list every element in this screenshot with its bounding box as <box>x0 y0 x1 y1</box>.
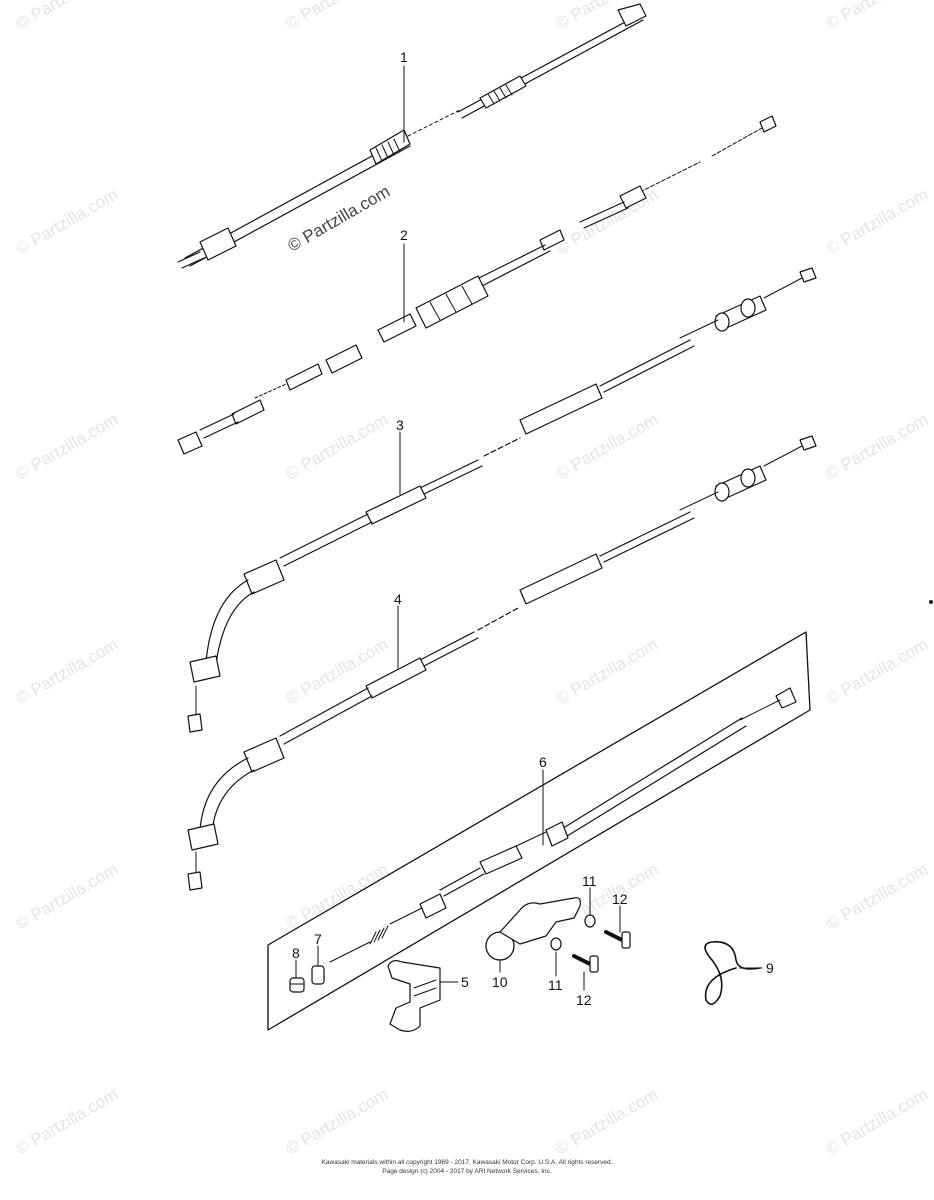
center-watermark: © Partzilla.com <box>285 182 394 256</box>
watermark: © Partzilla.com <box>283 0 392 33</box>
watermark: © Partzilla.com <box>553 1085 662 1159</box>
callout-12-lower: 12 <box>576 992 592 1008</box>
watermark: © Partzilla.com <box>823 0 932 33</box>
callout-1: 1 <box>400 49 408 65</box>
part-2-clutch-cable <box>177 115 777 455</box>
callout-11-lower: 11 <box>548 977 563 993</box>
part-6-choke-cable <box>329 687 797 963</box>
watermark: © Partzilla.com <box>13 410 122 484</box>
part-3-throttle-cable <box>187 267 817 733</box>
callout-3: 3 <box>396 417 404 433</box>
part-11-washer-lower <box>550 937 562 951</box>
watermark: © Partzilla.com <box>283 1085 392 1159</box>
part-11-washer-upper <box>584 914 596 928</box>
leader-lines <box>295 65 763 991</box>
callout-11-upper: 11 <box>582 873 597 889</box>
page-design-line: Page design (c) 2004 - 2017 by ARI Netwo… <box>382 1168 552 1175</box>
callout-7: 7 <box>314 931 322 947</box>
watermark: © Partzilla.com <box>13 0 122 33</box>
callout-5: 5 <box>461 974 469 990</box>
watermark: © Partzilla.com <box>823 410 932 484</box>
watermark: © Partzilla.com <box>823 185 932 259</box>
watermark: © Partzilla.com <box>553 410 662 484</box>
copyright-line: Kawasaki materials within all copyright … <box>321 1159 613 1166</box>
part-8-cap-nut <box>289 977 305 993</box>
part-9-wire-clip <box>704 941 761 1005</box>
part-4-throttle-cable <box>187 435 817 891</box>
watermark: © Partzilla.com <box>13 860 122 934</box>
watermark: © Partzilla.com <box>13 635 122 709</box>
part-12-bolt-upper <box>604 930 631 949</box>
watermark: © Partzilla.com <box>823 1085 932 1159</box>
callout-12-upper: 12 <box>612 891 628 907</box>
watermark: © Partzilla.com <box>553 635 662 709</box>
part-10-guide <box>485 897 581 961</box>
part-7-collar <box>311 965 325 985</box>
callout-2: 2 <box>400 227 408 243</box>
callout-4: 4 <box>394 591 402 607</box>
watermark: © Partzilla.com <box>283 860 392 934</box>
callout-9: 9 <box>766 960 774 976</box>
part-1-meter-cable <box>177 3 647 269</box>
watermark-layer: © Partzilla.com © Partzilla.com © Partzi… <box>13 0 932 1158</box>
watermark: © Partzilla.com <box>13 185 122 259</box>
watermark: © Partzilla.com <box>283 410 392 484</box>
part-12-bolt-lower <box>572 954 599 973</box>
detail-box <box>267 631 811 1031</box>
callout-10: 10 <box>492 974 508 990</box>
watermark: © Partzilla.com <box>823 860 932 934</box>
watermark: © Partzilla.com <box>283 635 392 709</box>
part-5-bracket <box>387 960 441 1032</box>
watermark: © Partzilla.com <box>553 860 662 934</box>
callout-8: 8 <box>292 945 300 961</box>
edge-mark <box>929 600 933 604</box>
watermark: © Partzilla.com <box>13 1085 122 1159</box>
watermark: © Partzilla.com <box>823 635 932 709</box>
callout-6: 6 <box>539 754 547 770</box>
